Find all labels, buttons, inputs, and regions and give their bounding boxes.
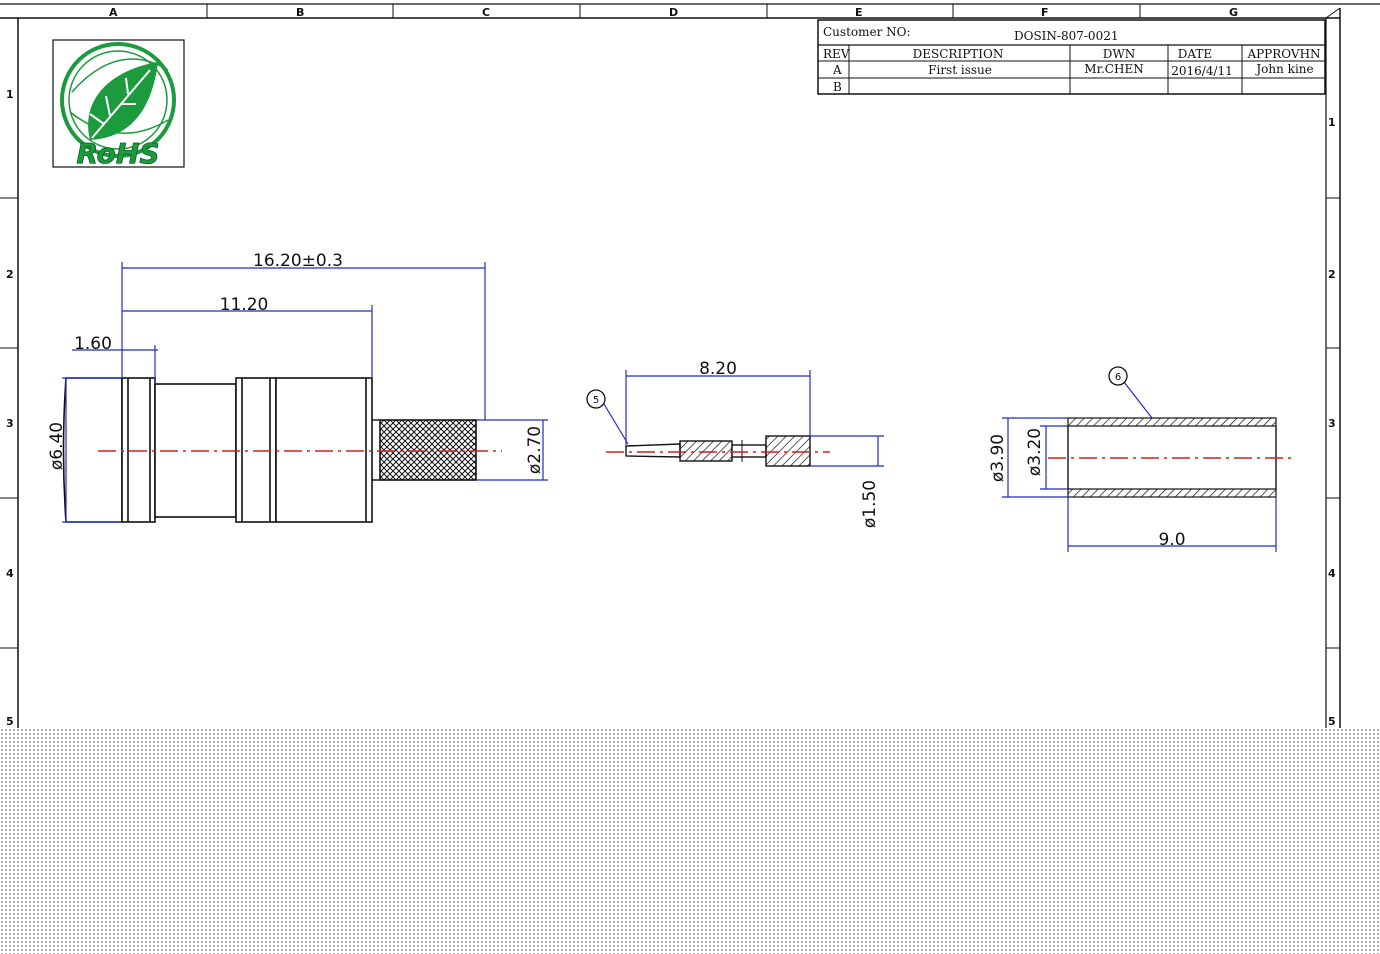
header-approved: APPROVHN <box>1246 47 1320 61</box>
dim-crimp-diameter: ø2.70 <box>525 426 545 474</box>
dim-ferrule-inner: ø3.20 <box>1025 428 1045 476</box>
zone-col-b: B <box>296 6 304 19</box>
balloon-pin: 5 <box>586 389 629 445</box>
zone-row-3-right: 3 <box>1328 417 1336 430</box>
rohs-logo-text: RoHS <box>76 137 159 170</box>
zone-col-f: F <box>1041 6 1049 19</box>
illegible-lower-region <box>0 728 1380 954</box>
zone-row-2-left: 2 <box>6 268 14 281</box>
title-block <box>817 19 1326 95</box>
pin-dimensions <box>625 370 884 467</box>
header-description: DESCRIPTION <box>913 47 1004 61</box>
column-labels: A B C D E F G <box>109 6 1238 19</box>
zone-row-1-left: 1 <box>6 88 14 101</box>
header-date: DATE <box>1178 47 1212 61</box>
zone-row-4-left: 4 <box>6 567 14 580</box>
dim-outer-diameter: ø6.40 <box>47 422 67 470</box>
dim-pin-length: 8.20 <box>699 359 737 379</box>
dim-ferrule-outer: ø3.90 <box>988 434 1008 482</box>
zone-row-3-left: 3 <box>6 417 14 430</box>
dim-overall-length: 16.20±0.3 <box>253 251 343 271</box>
ferrule-view <box>1048 417 1294 498</box>
part-number: DOSIN-807-0021 <box>1014 29 1118 43</box>
row-a-drawn: Mr.CHEN <box>1084 62 1143 76</box>
dim-pin-diameter: ø1.50 <box>860 480 880 528</box>
row-b-rev: B <box>833 80 842 94</box>
zone-row-4-right: 4 <box>1328 567 1336 580</box>
zone-row-5-right: 5 <box>1328 715 1336 728</box>
dim-ferrule-length: 9.0 <box>1158 530 1185 550</box>
zone-row-1-right: 1 <box>1328 116 1336 129</box>
row-a-description: First issue <box>928 63 992 77</box>
drawing-frame <box>0 3 1380 728</box>
zone-col-e: E <box>855 6 863 19</box>
dim-front-length: 1.60 <box>74 334 112 354</box>
zone-row-5-left: 5 <box>6 715 14 728</box>
contact-pin-view <box>606 435 830 467</box>
row-labels-left: 1 2 3 4 5 <box>6 88 14 728</box>
balloon-pin-label: 5 <box>593 395 599 406</box>
zone-col-c: C <box>482 6 490 19</box>
balloon-ferrule: 6 <box>1108 366 1153 419</box>
zone-col-g: G <box>1229 6 1238 19</box>
header-drawn: DWN <box>1103 47 1135 61</box>
row-a-date: 2016/4/11 <box>1171 64 1233 78</box>
ferrule-dimensions <box>1002 417 1277 552</box>
rohs-logo: RoHS <box>52 39 185 170</box>
zone-col-d: D <box>669 6 678 19</box>
dim-body-length: 11.20 <box>220 295 269 315</box>
zone-row-2-right: 2 <box>1328 268 1336 281</box>
row-labels-right: 1 2 3 4 5 <box>1328 116 1336 728</box>
zone-col-a: A <box>109 6 118 19</box>
body-dimensions <box>62 262 548 523</box>
knurled-crimp-section <box>379 419 477 481</box>
header-rev: REV <box>823 47 850 61</box>
row-a-approved: John kine <box>1254 62 1313 76</box>
customer-label: Customer NO: <box>823 25 911 39</box>
connector-body-view <box>62 377 502 523</box>
row-a-rev: A <box>832 63 842 77</box>
balloon-ferrule-label: 6 <box>1115 372 1121 383</box>
